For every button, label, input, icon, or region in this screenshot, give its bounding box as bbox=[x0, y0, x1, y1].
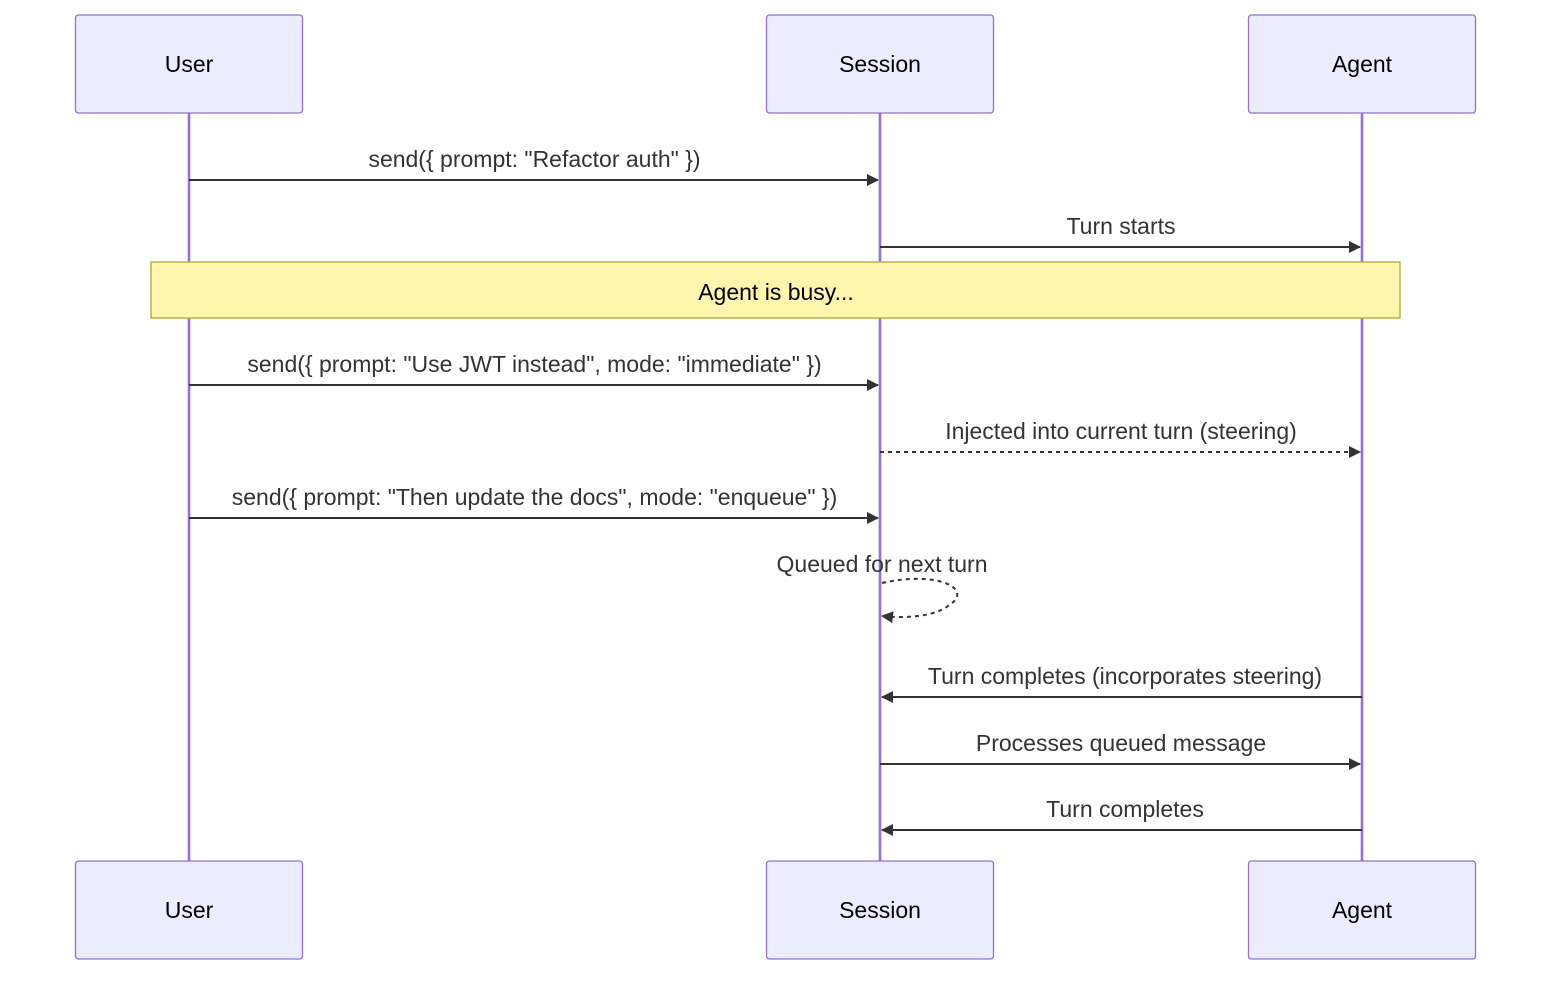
message-line bbox=[881, 577, 959, 624]
actor-label: Agent bbox=[1332, 897, 1393, 923]
actor-agent-bottom: Agent bbox=[1247, 860, 1477, 960]
note-box bbox=[150, 261, 1401, 319]
actor-label: Agent bbox=[1332, 51, 1393, 77]
message-label: send({ prompt: "Refactor auth" }) bbox=[368, 146, 700, 172]
message-label: Turn completes (incorporates steering) bbox=[928, 663, 1322, 689]
actor-box bbox=[74, 14, 304, 114]
actor-agent-top: Agent bbox=[1247, 14, 1477, 114]
note-layer: Agent is busy... bbox=[150, 261, 1401, 319]
actor-box bbox=[1247, 14, 1477, 114]
actor-label: Session bbox=[839, 51, 921, 77]
actor-label: User bbox=[165, 51, 214, 77]
message-label: Turn completes bbox=[1046, 796, 1204, 822]
actor-user-top: User bbox=[74, 14, 304, 114]
message-label: send({ prompt: "Then update the docs", m… bbox=[232, 484, 838, 510]
actor-box bbox=[765, 860, 995, 960]
actor-box bbox=[74, 860, 304, 960]
lifelines bbox=[187, 113, 1364, 861]
message-4: Injected into current turn (steering) bbox=[880, 418, 1361, 458]
message-1: send({ prompt: "Refactor auth" }) bbox=[189, 146, 879, 186]
message-3: send({ prompt: "Use JWT instead", mode: … bbox=[189, 351, 879, 391]
message-2: Turn starts bbox=[880, 213, 1361, 253]
actor-session-bottom: Session bbox=[765, 860, 995, 960]
actor-label: Session bbox=[839, 897, 921, 923]
message-label: Turn starts bbox=[1066, 213, 1175, 239]
note-text: Agent is busy... bbox=[698, 279, 854, 305]
message-7: Turn completes (incorporates steering) bbox=[881, 663, 1362, 703]
actor-box bbox=[765, 14, 995, 114]
messages: send({ prompt: "Refactor auth" }) Turn st… bbox=[189, 146, 1362, 836]
message-label: send({ prompt: "Use JWT instead", mode: … bbox=[247, 351, 821, 377]
message-label: Processes queued message bbox=[976, 730, 1266, 756]
actor-box bbox=[1247, 860, 1477, 960]
message-5: send({ prompt: "Then update the docs", m… bbox=[189, 484, 879, 524]
message-label: Queued for next turn bbox=[777, 551, 988, 577]
message-9: Turn completes bbox=[881, 796, 1362, 836]
message-6: Queued for next turn bbox=[777, 551, 988, 624]
actor-session-top: Session bbox=[765, 14, 995, 114]
message-label: Injected into current turn (steering) bbox=[945, 418, 1297, 444]
note-agent-busy: Agent is busy... bbox=[150, 261, 1401, 319]
message-8: Processes queued message bbox=[880, 730, 1361, 770]
actor-label: User bbox=[165, 897, 214, 923]
actor-user-bottom: User bbox=[74, 860, 304, 960]
